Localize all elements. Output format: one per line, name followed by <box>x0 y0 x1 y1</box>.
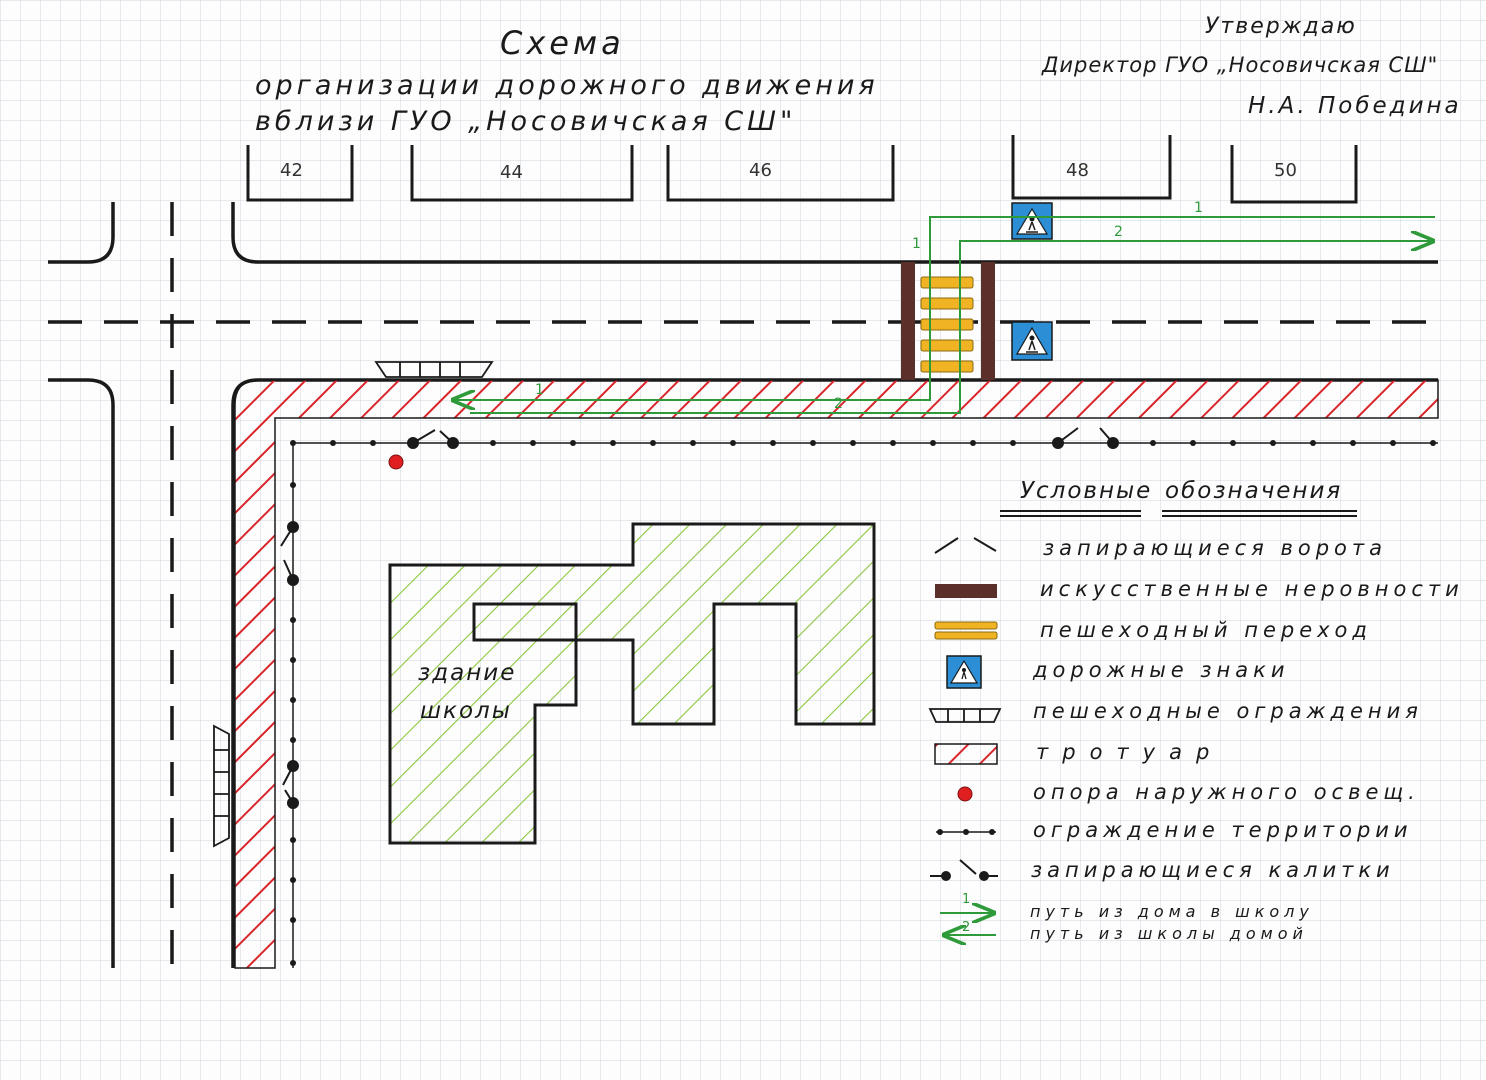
speed-bump-left <box>901 262 915 380</box>
house-48-outline <box>1011 135 1172 200</box>
legend-road-sign-icon <box>946 655 982 689</box>
approval-heading: Утверждаю <box>1205 14 1357 39</box>
house-number: 48 <box>1066 160 1089 181</box>
legend-route-number: 1 <box>962 892 971 907</box>
legend-fence-icon <box>936 829 996 835</box>
legend-lamp-icon <box>957 786 973 802</box>
road-edge-bottom-left <box>48 378 115 968</box>
house-42-outline <box>246 145 354 202</box>
house-number: 50 <box>1274 160 1297 181</box>
pedestrian-barrier-side <box>213 724 230 848</box>
locking-gate <box>1052 427 1119 449</box>
road-edge-top-left <box>48 202 115 264</box>
scheme-subtitle-line1: организации дорожного движения <box>255 70 879 101</box>
scheme-title: Схема <box>500 24 625 62</box>
legend-label-sidewalk: тротуар <box>1036 740 1224 764</box>
legend-crossing-icon <box>934 621 998 640</box>
legend-sidewalk-icon <box>934 743 998 765</box>
locking-wicket-gate <box>282 760 299 809</box>
legend-label-crossing: пешеходный переход <box>1040 618 1372 642</box>
sidewalk <box>234 379 1439 969</box>
road-centerlines <box>48 202 1438 968</box>
school-building <box>388 522 876 845</box>
route-from-school <box>470 241 1433 414</box>
road-sign-pedestrian-icon <box>1011 202 1053 240</box>
pedestrian-barrier-top <box>374 361 494 378</box>
approval-name: Н.А. Победина <box>1248 93 1462 119</box>
house-46-outline <box>666 145 895 202</box>
legend-barrier-icon <box>928 708 1002 723</box>
legend-wicket-icon <box>930 859 998 881</box>
legend-label-road-signs: дорожные знаки <box>1033 658 1290 682</box>
legend-label-speed-bumps: искусственные неровности <box>1040 577 1464 601</box>
route-label: 2 <box>834 396 843 412</box>
house-44-outline <box>410 145 634 202</box>
locking-wicket-gate <box>280 521 299 586</box>
legend-speed-bump-icon <box>935 584 997 598</box>
building-label-line1: здание <box>418 660 517 686</box>
house-outlines <box>246 135 1358 204</box>
house-number: 46 <box>749 160 772 181</box>
house-50-outline <box>1230 145 1358 204</box>
legend-title-right: обозначения <box>1165 478 1343 504</box>
approval-position: Директор ГУО „Носовичская СШ" <box>1042 53 1439 77</box>
road-edge-top-right <box>231 202 1438 264</box>
legend-label-gates: запирающиеся ворота <box>1043 536 1387 560</box>
legend-title-left: Условные <box>1020 478 1153 504</box>
street-lamp <box>388 454 404 470</box>
scheme-subtitle-line2: вблизи ГУО „Носовичская СШ" <box>255 106 797 137</box>
speed-bump-right <box>981 262 995 380</box>
route-label: 1 <box>1194 200 1203 216</box>
house-number: 42 <box>280 160 303 181</box>
route-label: 2 <box>1114 224 1123 240</box>
legend-label-route-1: путь из дома в школу <box>1030 902 1314 921</box>
legend-route-arrows-icon <box>940 913 996 935</box>
legend-label-fence: ограждение территории <box>1033 818 1413 842</box>
route-label: 1 <box>912 236 921 252</box>
road-sign-pedestrian-icon <box>1011 321 1053 361</box>
legend-label-route-2: путь из школы домой <box>1030 924 1308 943</box>
house-number: 44 <box>500 162 523 183</box>
route-label: 1 <box>535 382 544 398</box>
locking-gate <box>407 429 459 449</box>
legend-label-lamp: опора наружного освещ. <box>1033 780 1420 804</box>
building-label-line2: школы <box>420 698 512 724</box>
legend-gate-icon <box>934 537 997 554</box>
route-to-school <box>453 216 1435 400</box>
legend-label-barriers: пешеходные ограждения <box>1033 699 1423 723</box>
legend-label-wicket: запирающиеся калитки <box>1031 858 1395 882</box>
legend-route-number: 2 <box>962 920 971 935</box>
